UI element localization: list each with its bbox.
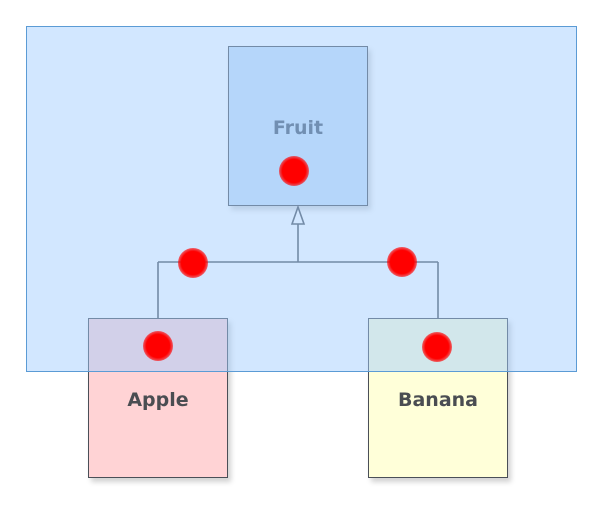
- apple-class-box[interactable]: Apple: [88, 318, 228, 478]
- apple-class-label: Apple: [127, 389, 189, 411]
- fruit-handle-dot[interactable]: [279, 156, 309, 186]
- selection-rectangle[interactable]: [26, 26, 577, 372]
- banana-handle-dot[interactable]: [422, 332, 452, 362]
- connector-right-handle-dot[interactable]: [387, 247, 417, 277]
- apple-handle-dot[interactable]: [143, 331, 173, 361]
- connector-left-handle-dot[interactable]: [178, 248, 208, 278]
- banana-class-label: Banana: [398, 389, 478, 411]
- fruit-class-label: Fruit: [272, 117, 324, 139]
